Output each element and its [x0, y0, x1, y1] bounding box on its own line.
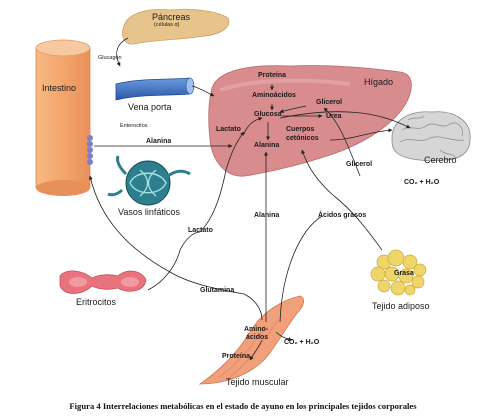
muscle-label: Tejido muscular: [226, 377, 289, 387]
glutamine-label: Glutamina: [200, 287, 235, 294]
fatty-acids-label: Ácidos grasos: [318, 212, 367, 219]
enterocytes-marks: [87, 135, 93, 165]
lymphatics-shape: [107, 155, 191, 206]
enterocytes-label: Enterocitos: [120, 123, 148, 129]
alanine-mid-label: Alanina: [254, 212, 280, 219]
pancreas-sublabel: (células α): [154, 22, 180, 28]
intestine-label: Intestino: [42, 83, 77, 93]
glucose-label: Glucosa: [254, 111, 282, 118]
intestine-shape: [35, 39, 91, 196]
portal-vein-shape: [115, 77, 191, 101]
ketone-bodies-label-2: cetónicos: [286, 135, 319, 142]
glucagon-label: Glucagón: [98, 55, 122, 61]
protein-liver-label: Proteína: [258, 72, 287, 79]
muscle-shape: [198, 295, 304, 385]
co2-brain-label: CO₂ + H₂O: [404, 179, 440, 186]
portal-vein-label: Vena porta: [128, 102, 172, 112]
co2-muscle-label: CO₂ + H₂O: [284, 339, 320, 346]
pathway-arrows: [88, 37, 411, 361]
erythrocytes-label: Eritrocitos: [76, 297, 117, 307]
amino-acids-muscle-label-1: Amino-: [244, 326, 269, 333]
amino-acids-muscle-label-2: ácidos: [246, 334, 269, 341]
pancreas-shape: [122, 8, 230, 45]
erythrocytes-shape: [59, 270, 147, 294]
liver-shape: [208, 65, 412, 177]
lactate-mid-label: Lactato: [188, 227, 213, 234]
brain-shape: [391, 111, 471, 162]
figure-caption: Figura 4 Interrelaciones metabólicas en …: [69, 401, 417, 411]
glycerol-liver-label: Glicerol: [316, 99, 343, 106]
alanine-liver-label: Alanina: [254, 142, 280, 149]
adipose-label: Tejido adiposo: [372, 301, 430, 311]
liver-label: Hígado: [364, 77, 394, 87]
lactate-liver-label: Lactato: [216, 126, 241, 133]
alanine-intestine-label: Alanina: [146, 138, 172, 145]
glycerol-out-label: Glicerol: [346, 161, 373, 168]
ketone-bodies-label-1: Cuerpos: [286, 126, 315, 133]
adipose-shape: [370, 249, 427, 296]
urea-label: Urea: [326, 113, 342, 120]
fat-label: Grasa: [394, 270, 414, 277]
protein-muscle-label: Proteína: [222, 353, 251, 360]
pancreas-label: Páncreas: [152, 12, 191, 22]
brain-label: Cerebro: [424, 155, 457, 165]
amino-acids-liver-label: Aminoácidos: [252, 92, 296, 99]
lymphatics-label: Vasos linfáticos: [118, 207, 180, 217]
